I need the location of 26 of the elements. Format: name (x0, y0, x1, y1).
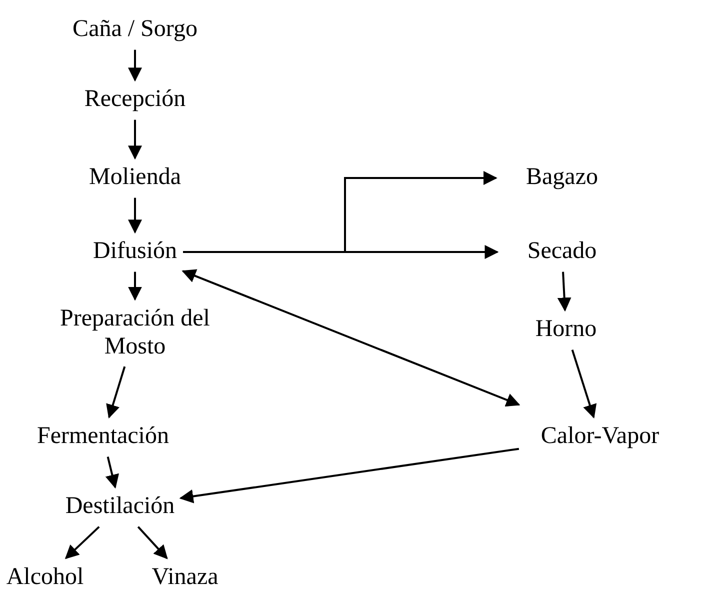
process-step-label: Caña / Sorgo (72, 16, 198, 44)
arrow (106, 366, 126, 419)
process-step-label: Secado (527, 238, 597, 266)
arrow (557, 272, 572, 312)
process-step-label: Molienda (89, 164, 181, 192)
arrow (64, 526, 100, 560)
process-step-label: Alcohol (6, 564, 84, 592)
process-step-label: Horno (535, 316, 597, 344)
process-step-label: Difusión (93, 238, 177, 266)
arrow (179, 448, 520, 504)
arrow (128, 272, 142, 301)
arrow (128, 120, 142, 160)
arrow (571, 350, 597, 419)
arrow (137, 526, 168, 560)
arrow (128, 50, 142, 82)
process-step-label: Fermentación (37, 423, 169, 451)
arrow (128, 198, 142, 234)
process-step-label: Preparación del Mosto (60, 305, 210, 361)
process-step-label: Destilación (65, 493, 175, 521)
process-step-label: Recepción (84, 86, 186, 114)
arrow (182, 269, 520, 407)
arrow (105, 456, 120, 489)
arrow (183, 245, 499, 259)
process-step-label: Vinaza (152, 564, 218, 592)
process-step-label: Calor-Vapor (540, 423, 660, 451)
process-step-label: Bagazo (526, 164, 598, 192)
